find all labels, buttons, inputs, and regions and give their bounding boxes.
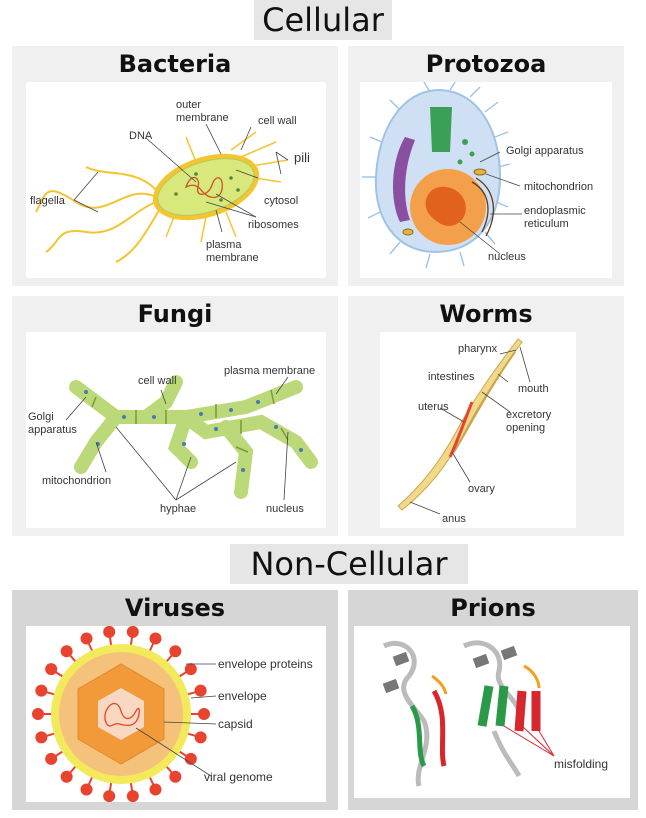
bacteria-panel: Bacteria [12, 46, 338, 286]
label-capsid: capsid [218, 717, 253, 731]
hyphae-septa [91, 389, 289, 453]
prions-title: Prions [450, 594, 536, 622]
label-outer-membrane-2: membrane [176, 112, 229, 124]
label-intestines: intestines [428, 371, 475, 383]
spike-head [35, 684, 48, 697]
label-excretory-2: opening [506, 422, 545, 434]
fungi-diagram: cell wall plasma membrane Golgi apparatu… [26, 332, 326, 528]
label-plasma-membrane: plasma membrane [224, 365, 315, 377]
worm-uterus [448, 401, 474, 458]
label-excretory-1: excretory [506, 409, 552, 421]
label-pili: pili [294, 150, 310, 165]
label-er-1: endoplasmic [524, 205, 586, 217]
prions-panel: Prions [348, 590, 638, 810]
spike-head [198, 708, 210, 720]
spike-head [45, 752, 58, 765]
label-nucleus: nucleus [266, 503, 304, 515]
virus-capsid-core [98, 688, 144, 740]
label-er-2: reticulum [524, 218, 569, 230]
label-misfolding: misfolding [554, 757, 608, 771]
spike-head [103, 790, 116, 802]
worms-diagram: pharynx intestines mouth uterus excretor… [380, 332, 576, 528]
spike-head [184, 752, 197, 765]
spike-head [60, 645, 73, 658]
label-mitochondrion: mitochondrion [524, 181, 593, 193]
label-anus: anus [442, 513, 466, 525]
normal-prion [382, 640, 448, 787]
label-viral-genome: viral genome [204, 770, 273, 784]
label-hyphae: hyphae [160, 503, 196, 515]
spike-head [126, 790, 139, 802]
spike-head [149, 632, 162, 645]
spike-head [169, 645, 182, 658]
prions-diagram: misfolding [354, 626, 630, 798]
spike-head [35, 731, 48, 744]
spike-head [184, 663, 197, 676]
spike-head [60, 770, 73, 783]
mitochondrion-shape [473, 168, 487, 176]
protozoa-panel: Protozoa [348, 46, 624, 286]
spike-head [80, 783, 93, 796]
label-ribosomes: ribosomes [248, 219, 299, 231]
label-flagella: flagella [30, 195, 66, 207]
protozoa-title: Protozoa [425, 50, 547, 78]
label-mitochondrion: mitochondrion [42, 475, 111, 487]
bacterium-body [157, 158, 255, 216]
viruses-panel: Viruses envelope proteins envelope capsi… [12, 590, 338, 810]
spike-head [126, 626, 139, 638]
endoplasmic-reticulum [471, 177, 495, 237]
label-envelope: envelope [218, 689, 267, 703]
label-cell-wall: cell wall [258, 115, 297, 127]
fungi-title: Fungi [137, 300, 213, 328]
non-cellular-heading: Non-Cellular [230, 544, 468, 584]
label-cell-wall: cell wall [138, 375, 177, 387]
green-organelle [430, 107, 452, 152]
spike-head [80, 632, 93, 645]
label-plasma-membrane-2: membrane [206, 252, 259, 264]
fungi-nuclei [84, 390, 303, 472]
misfolded-prion [462, 640, 541, 778]
ribosome-dots [174, 172, 240, 202]
label-golgi-1: Golgi [28, 411, 54, 423]
spike-head [149, 783, 162, 796]
bacteria-diagram: outer membrane cell wall DNA pili flagel… [26, 82, 326, 278]
protozoa-diagram: Golgi apparatus mitochondrion endoplasmi… [360, 82, 612, 278]
spike-head [103, 626, 116, 638]
spike-head [45, 663, 58, 676]
label-envelope-proteins: envelope proteins [218, 657, 313, 671]
dna-coil [184, 176, 223, 199]
cilia [362, 82, 511, 269]
label-ovary: ovary [468, 483, 495, 495]
label-golgi: Golgi apparatus [506, 145, 584, 157]
worm-intestine [453, 351, 516, 453]
vesicles [457, 139, 475, 165]
worms-panel: Worms pharynx intestines mouth uterus ex… [348, 296, 624, 536]
nucleolus [425, 186, 466, 226]
viruses-title: Viruses [124, 594, 226, 622]
label-pharynx: pharynx [458, 343, 498, 355]
label-uterus: uterus [418, 401, 449, 413]
worm-body [397, 338, 523, 511]
bacteria-title: Bacteria [118, 50, 232, 78]
label-plasma-membrane-1: plasma [206, 239, 242, 251]
label-golgi-2: apparatus [28, 424, 77, 436]
viruses-diagram: envelope proteins envelope capsid viral … [26, 626, 326, 802]
spike-head [169, 770, 182, 783]
label-dna: DNA [129, 130, 153, 142]
label-nucleus: nucleus [488, 251, 526, 263]
label-cytosol: cytosol [264, 195, 298, 207]
label-mouth: mouth [518, 383, 549, 395]
worms-title: Worms [439, 300, 533, 328]
flagella-strands [35, 166, 162, 263]
spike-head [194, 731, 207, 744]
spike-head [32, 708, 44, 720]
hyphae-network [69, 375, 318, 499]
mitochondrion-shape-2 [402, 228, 414, 236]
spike-head [194, 684, 207, 697]
label-outer-membrane-1: outer [176, 99, 201, 111]
fungi-panel: Fungi [12, 296, 338, 536]
viral-genome-strand [104, 702, 140, 727]
cellular-heading: Cellular [254, 0, 392, 40]
contractile-vacuole [393, 137, 415, 222]
